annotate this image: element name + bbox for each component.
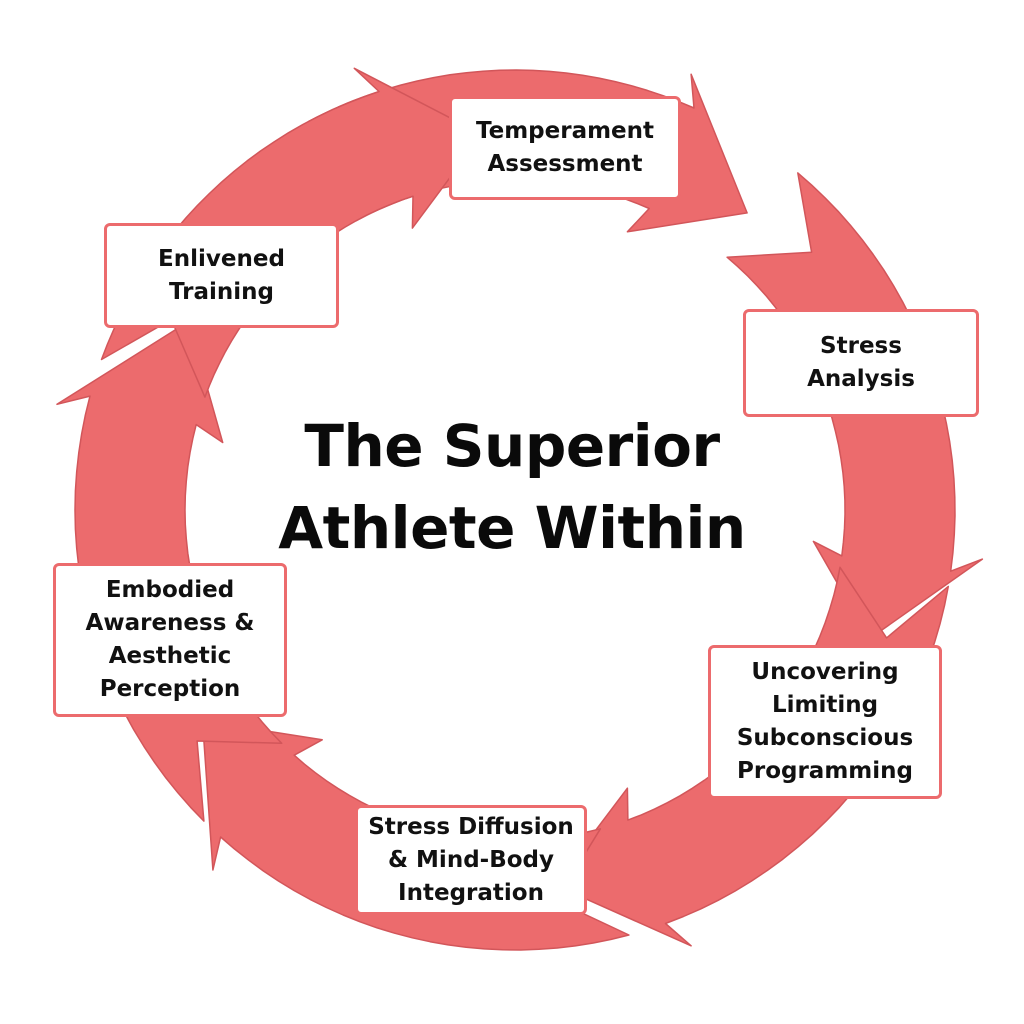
step-label: Enlivened Training (158, 245, 285, 305)
step-label: Stress Analysis (807, 333, 915, 392)
step-label: Temperament Assessment (475, 118, 655, 177)
step-label: Stress Diffusion & Mind-Body Integration (368, 813, 574, 906)
step-box-uncovering-programming: Uncovering Limiting Subconscious Program… (708, 645, 942, 799)
step-box-embodied-awareness: Embodied Awareness & Aesthetic Perceptio… (53, 563, 287, 717)
step-label: Uncovering Limiting Subconscious Program… (736, 659, 914, 784)
step-label: Embodied Awareness & Aesthetic Perceptio… (85, 577, 255, 702)
step-box-stress-diffusion: Stress Diffusion & Mind-Body Integration (355, 805, 587, 915)
step-box-stress-analysis: Stress Analysis (743, 309, 979, 417)
step-box-temperament-assessment: Temperament Assessment (449, 96, 681, 200)
diagram-title: The Superior Athlete Within (278, 412, 746, 562)
step-box-enlivened-training: Enlivened Training (104, 223, 339, 328)
